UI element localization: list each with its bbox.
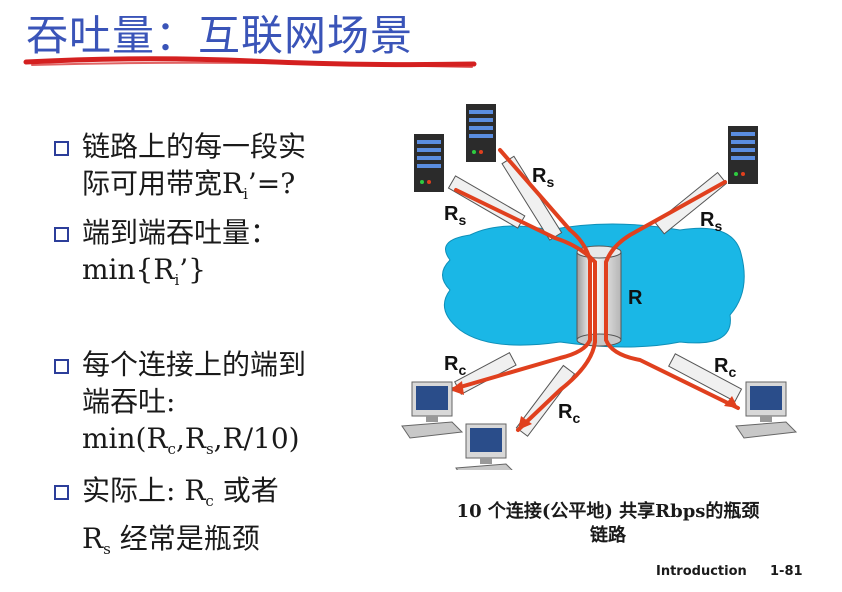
bottleneck-link — [577, 246, 621, 346]
caption-line-1: 10 个连接(公平地) 共享Rbps的瓶颈 — [408, 500, 808, 524]
bullet-3-line-1: 每个连接上的端到 — [56, 346, 306, 383]
bullet-1-line-1: 链路上的每一段实 — [56, 128, 306, 165]
desktop-computer-icon — [456, 424, 516, 470]
bullet-box-icon — [54, 485, 69, 500]
bullet-1: 链路上的每一段实 际可用带宽Ri’=? — [56, 128, 306, 213]
link-label-rc-right: Rc — [714, 355, 736, 380]
desktop-computer-icon — [736, 382, 796, 438]
bullet-4-line-1: 实际上: Rc 或者 — [56, 472, 279, 520]
bullet-3-line-3: min(Rc,Rs,R/10) — [56, 420, 306, 468]
bullet-2: 端到端吞吐量： min{Ri’} — [56, 214, 278, 299]
bullet-box-icon — [54, 141, 69, 156]
bullet-3: 每个连接上的端到 端吞吐: min(Rc,Rs,R/10) — [56, 346, 306, 468]
link-label-r-core: R — [628, 287, 643, 309]
server-icon — [466, 104, 496, 162]
bullet-box-icon — [54, 227, 69, 242]
server-icon — [414, 134, 444, 192]
title-underline — [22, 52, 482, 72]
link-label-rs-left: Rs — [444, 203, 466, 228]
bullet-4: 实际上: Rc 或者 Rs 经常是瓶颈 — [56, 472, 279, 568]
bullet-box-icon — [54, 359, 69, 374]
diagram-caption: 10 个连接(公平地) 共享Rbps的瓶颈 链路 — [408, 500, 808, 548]
bullet-2-line-1: 端到端吞吐量： — [56, 214, 278, 251]
footer-page-number: 1-81 — [770, 564, 803, 579]
caption-line-2: 链路 — [408, 524, 808, 548]
server-icon — [728, 126, 758, 184]
bullet-3-line-2: 端吞吐: — [56, 383, 306, 420]
link-label-rs-right: Rs — [700, 209, 722, 234]
bullet-2-line-2: min{Ri’} — [56, 251, 278, 299]
link-label-rc-mid: Rc — [558, 401, 580, 426]
bullet-1-line-2: 际可用带宽Ri’=? — [56, 165, 306, 213]
bullet-4-line-2: Rs 经常是瓶颈 — [56, 520, 279, 568]
network-diagram: Rs Rs Rs R Rc Rc Rc — [380, 90, 820, 470]
link-label-rc-left: Rc — [444, 353, 466, 378]
footer-section: Introduction — [656, 564, 747, 579]
link-label-rs-top: Rs — [532, 165, 554, 190]
